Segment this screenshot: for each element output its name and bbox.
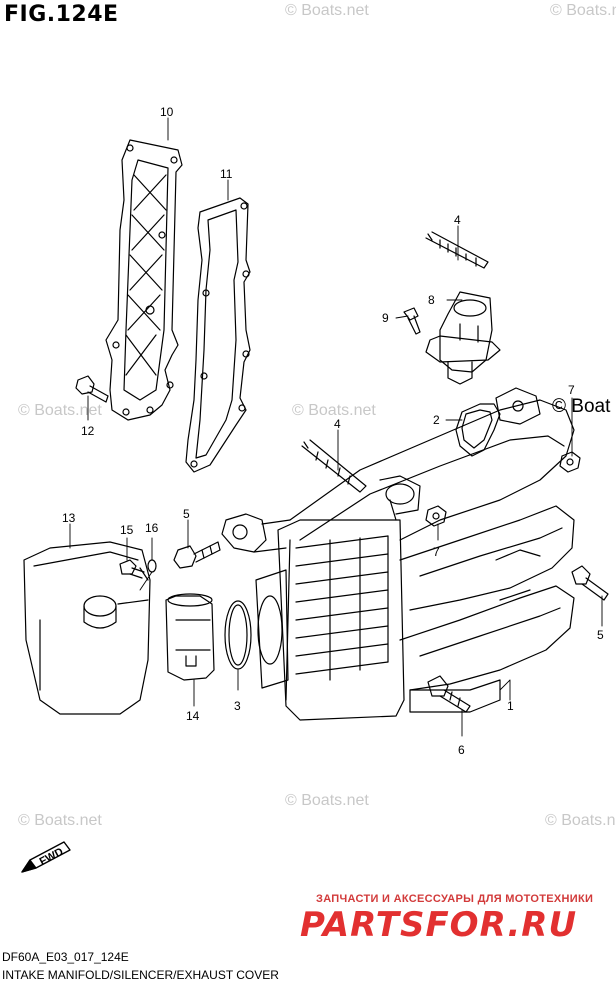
callout-1: 1 <box>507 699 514 713</box>
watermark: © Boats.net <box>292 402 376 419</box>
silencer-part-10 <box>23 541 151 715</box>
callout-9: 9 <box>382 311 389 325</box>
exhaust-cover-part-13 <box>105 139 183 421</box>
callout-4-middle: 4 <box>334 417 341 431</box>
forward-direction-arrow <box>21 841 71 873</box>
callout-7-upper: 7 <box>568 383 575 397</box>
o-ring-part-3 <box>224 600 252 670</box>
callout-2: 2 <box>433 413 440 427</box>
callout-12: 15 <box>120 523 134 537</box>
screw-part-12 <box>119 559 145 579</box>
figure-code: DF60A_E03_017_124E <box>2 950 129 964</box>
intake-manifold-part-1 <box>221 387 575 721</box>
callout-8: 8 <box>428 293 435 307</box>
watermark: © Boats.net <box>550 2 616 19</box>
stud-part-4-upper <box>425 231 489 269</box>
watermark: © Boats.net <box>285 2 369 19</box>
callout-14: 11 <box>220 167 233 181</box>
nut-part-7-lower <box>425 505 447 527</box>
callout-4-upper: 4 <box>454 213 461 227</box>
figure-name: INTAKE MANIFOLD/SILENCER/EXHAUST COVER <box>2 968 279 982</box>
watermark: © Boats.net <box>18 812 102 829</box>
exhaust-cover-gasket-part-14 <box>185 197 251 473</box>
shop-logo: PARTSFOR.RU <box>300 905 578 945</box>
bolt-part-5-left <box>173 541 221 569</box>
nut-part-7-upper <box>559 451 581 473</box>
boats-overlay-text: © Boat <box>552 396 611 417</box>
shop-tagline: ЗАПЧАСТИ И АКСЕССУАРЫ ДЛЯ МОТОТЕХНИКИ <box>316 893 594 905</box>
callout-15: 12 <box>81 424 95 438</box>
callout-7-lower: 7 <box>433 545 440 559</box>
watermark: © Boats.net <box>545 812 616 829</box>
callout-10: 13 <box>62 511 76 525</box>
callout-5-left: 5 <box>183 507 190 521</box>
callout-6: 6 <box>458 743 465 757</box>
throttle-body-part-8 <box>425 291 501 385</box>
sleeve-part-11 <box>165 593 215 681</box>
bolt-part-5-right <box>571 565 609 601</box>
callout-3: 3 <box>234 699 241 713</box>
screw-part-9 <box>403 307 421 335</box>
leader-lines <box>69 117 603 737</box>
watermark: © Boats.net <box>18 402 102 419</box>
o-ring-part-2 <box>455 403 501 457</box>
callout-5-right: 5 <box>597 628 604 642</box>
washer-part-16 <box>147 559 157 573</box>
watermark: © Boats.net <box>285 792 369 809</box>
figure-title: FIG.124E <box>4 2 119 27</box>
callout-11: 14 <box>186 709 200 723</box>
callout-16: 16 <box>145 521 159 535</box>
bolt-part-6 <box>427 675 471 713</box>
callout-13: 10 <box>160 105 174 119</box>
stud-part-4-middle <box>301 439 367 493</box>
bolt-part-15 <box>75 375 109 403</box>
